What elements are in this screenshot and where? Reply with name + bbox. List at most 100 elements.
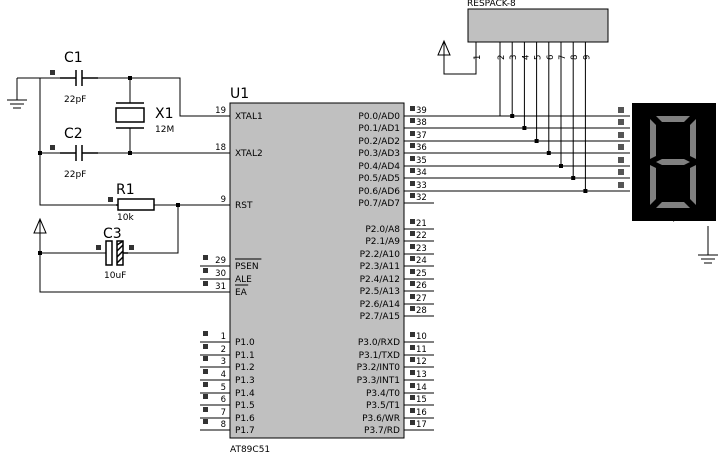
ground-icon: [698, 254, 718, 264]
pin-label: P1.0: [235, 338, 255, 348]
wire-ea-vcc: [39, 253, 230, 293]
pin-number: 22: [416, 231, 427, 241]
pin-number: 14: [416, 383, 427, 393]
pin-marker: [203, 344, 208, 349]
pin-marker: [410, 244, 415, 249]
capacitor-c3[interactable]: [105, 240, 128, 266]
respack-body[interactable]: [467, 8, 609, 43]
pin-label: PSEN: [235, 262, 259, 272]
respack-pin-1[interactable]: 1: [473, 42, 483, 60]
respack-pin-8[interactable]: 8: [570, 42, 580, 60]
respack-pin-9[interactable]: 9: [582, 42, 592, 60]
pin-number: 27: [416, 294, 427, 304]
microcontroller-chip[interactable]: [229, 102, 405, 439]
pin-number: 11: [416, 345, 427, 355]
respack-pin-3[interactable]: 3: [509, 42, 519, 60]
pin-number: 39: [416, 106, 427, 116]
pin-label: P3.4/T0: [366, 389, 400, 399]
pin-number: 2: [221, 345, 226, 355]
junction: [583, 189, 588, 193]
pin-label: P3.7/RD: [364, 426, 400, 436]
pin-7[interactable]: 7P1.6: [200, 407, 255, 424]
pin-label: RST: [235, 201, 253, 211]
junction: [534, 139, 539, 143]
respack-pin-6[interactable]: 6: [546, 42, 556, 60]
pin-number: 23: [416, 244, 427, 254]
pin-marker: [410, 357, 415, 362]
pin-1[interactable]: 1P1.0: [200, 331, 255, 348]
display-pin-marker: [618, 144, 624, 150]
respack-pin-number: 7: [558, 55, 568, 60]
c2-value: 22pF: [64, 170, 86, 180]
respack-pin-5[interactable]: 5: [534, 42, 544, 60]
segment-c: [690, 165, 696, 205]
pin-8[interactable]: 8P1.7: [200, 419, 255, 436]
pin-label: P1.4: [235, 389, 255, 399]
capacitor-c1[interactable]: [60, 70, 98, 86]
pin-marker: [410, 143, 415, 148]
pin-marker: [410, 256, 415, 261]
chip-part: AT89C51: [230, 445, 270, 455]
respack-pin-2[interactable]: 2: [497, 42, 507, 60]
r1-value: 10k: [117, 213, 134, 223]
pin-3[interactable]: 3P1.2: [200, 356, 255, 373]
respack-pin-number: 5: [534, 55, 544, 60]
capacitor-c2[interactable]: [60, 145, 98, 161]
pin-number: 12: [416, 357, 427, 367]
segment-a: [656, 116, 690, 122]
pin-label: P1.3: [235, 376, 255, 386]
pin-marker: [203, 369, 208, 374]
respack-pin-7[interactable]: 7: [558, 42, 568, 60]
pin-2[interactable]: 2P1.1: [200, 344, 255, 361]
r1-ref: R1: [116, 182, 135, 198]
pin-number: 30: [215, 269, 226, 279]
pin-marker: [410, 193, 415, 198]
pin-6[interactable]: 6P1.5: [200, 394, 255, 411]
crystal-x1[interactable]: [115, 102, 145, 129]
pin-number: 24: [416, 256, 427, 266]
resistor-r1[interactable]: [116, 198, 155, 211]
respack-name: RESPACK-8: [467, 0, 516, 9]
chip-ref: U1: [230, 86, 249, 102]
pin-number: 31: [215, 282, 226, 292]
respack-pin-4[interactable]: 4: [521, 42, 531, 60]
junction: [559, 164, 563, 168]
pin-5[interactable]: 5P1.4: [200, 382, 255, 399]
pin-number: 37: [416, 131, 427, 141]
display-digit: 8: [673, 221, 675, 223]
pin-4[interactable]: 4P1.3: [200, 369, 255, 386]
pin-label: P2.7/A15: [360, 312, 400, 322]
display-pin-marker: [618, 132, 624, 138]
